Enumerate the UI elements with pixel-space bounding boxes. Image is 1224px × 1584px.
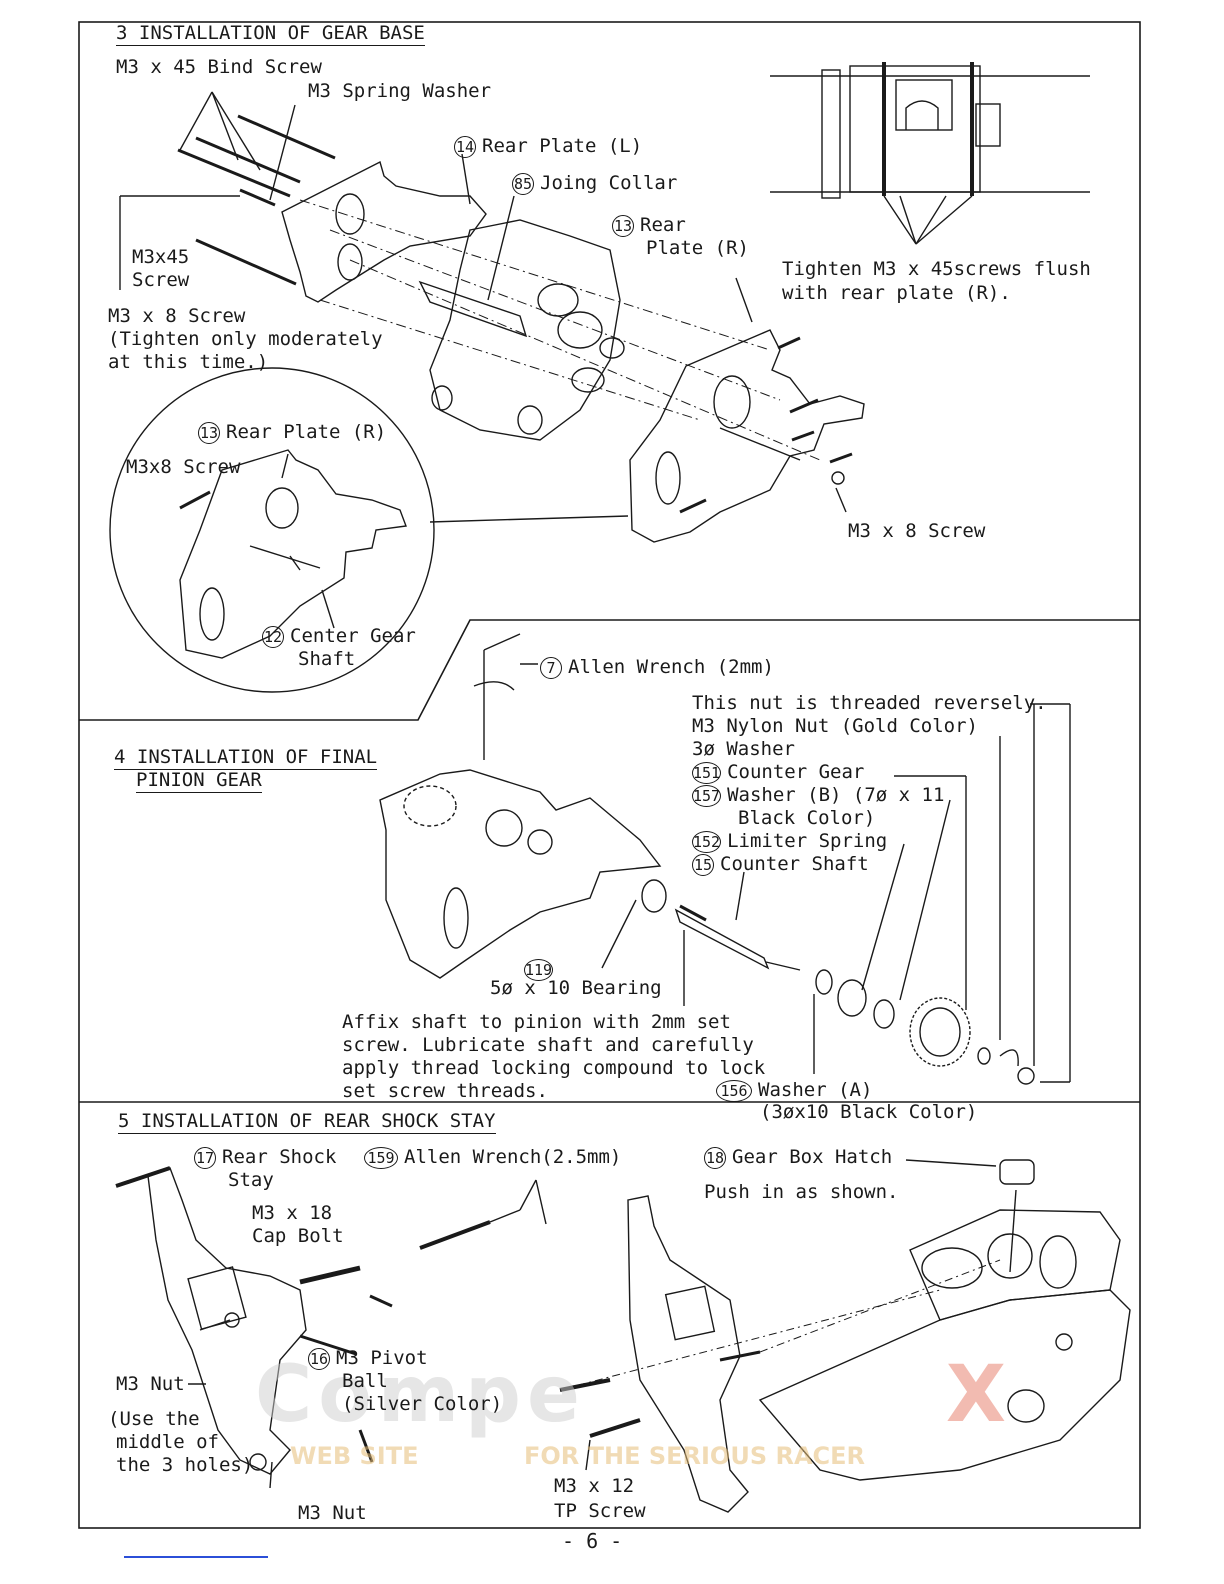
part-number-badge: 14: [454, 136, 476, 158]
tp-screw-label-2: TP Screw: [554, 1500, 646, 1522]
watermark-right: FOR THE SERIOUS RACER: [524, 1442, 866, 1470]
rear-plate-l-text: Rear Plate (L): [482, 135, 643, 157]
affix-note-2: screw. Lubricate shaft and carefully: [342, 1034, 754, 1056]
pivot-ball-color: (Silver Color): [342, 1393, 503, 1415]
m3x45-screw-label-1: M3x45: [132, 246, 190, 268]
part-number-badge: 152: [692, 831, 722, 853]
reverse-thread-note: This nut is threaded reversely.: [692, 692, 1047, 714]
m3x45-screw-label-2: Screw: [132, 269, 190, 291]
washer-b-color: Black Color): [738, 807, 876, 829]
rear-plate-r-text-1: Rear: [640, 214, 686, 236]
gear-base-drawing: [109, 62, 1090, 693]
cap-bolt-label-2: Cap Bolt: [252, 1225, 344, 1247]
inset-rear-plate-text: Rear Plate (R): [226, 421, 387, 443]
section-4-title-2: PINION GEAR: [136, 769, 262, 793]
page-number: - 6 -: [562, 1529, 623, 1553]
pivot-ball-label: 16 M3 Pivot: [308, 1347, 428, 1370]
watermark-brand-x: X: [945, 1350, 1012, 1440]
spring-washer-label: M3 Spring Washer: [308, 80, 492, 102]
washer-b-text: Washer (B) (7ø x 11: [727, 784, 945, 806]
washer-a-label: 156 Washer (A): [716, 1079, 872, 1102]
washer-a-text: Washer (A): [758, 1079, 873, 1101]
affix-note-1: Affix shaft to pinion with 2mm set: [342, 1011, 731, 1033]
part-number-badge: 13: [612, 215, 634, 237]
pinion-gear-drawing: [379, 633, 1071, 1085]
counter-shaft-text: Counter Shaft: [720, 853, 869, 875]
rear-shock-stay-text: Rear Shock: [222, 1146, 337, 1168]
bind-screw-label: M3 x 45 Bind Screw: [116, 56, 322, 78]
center-gear-text: Center Gear: [290, 625, 416, 647]
part-number-badge: 15: [692, 854, 714, 876]
nylon-nut-label: M3 Nylon Nut (Gold Color): [692, 715, 978, 737]
rear-shock-stay-label-2: Stay: [228, 1169, 274, 1191]
part-number-badge: 157: [692, 785, 722, 807]
rear-plate-l-label: 14 Rear Plate (L): [454, 135, 642, 158]
part-number-badge: 16: [308, 1348, 330, 1370]
part-number-badge: 156: [716, 1080, 752, 1102]
counter-gear-text: Counter Gear: [727, 761, 865, 783]
rear-shock-stay-label: 17 Rear Shock: [194, 1146, 336, 1169]
m3x8-screw-label: M3 x 8 Screw: [108, 305, 246, 327]
use-middle-note-3: the 3 holes): [116, 1454, 254, 1476]
tighten-note-2: with rear plate (R).: [782, 282, 1011, 304]
section-5-title: 5 INSTALLATION OF REAR SHOCK STAY: [118, 1110, 496, 1134]
rear-plate-r-label-2: Plate (R): [646, 237, 749, 259]
section-3-title: 3 INSTALLATION OF GEAR BASE: [116, 22, 425, 46]
allen-wrench-text: Allen Wrench (2mm): [568, 656, 774, 678]
part-number-badge: 17: [194, 1147, 216, 1169]
part-number-badge: 13: [198, 422, 220, 444]
affix-note-4: set screw threads.: [342, 1080, 548, 1102]
m3-nut-label-1: M3 Nut: [116, 1373, 185, 1395]
use-middle-note-1: (Use the: [108, 1408, 200, 1430]
part-number-badge: 12: [262, 626, 284, 648]
allen-wrench-25-text: Allen Wrench(2.5mm): [404, 1146, 622, 1168]
allen-wrench-2mm-label: 7 Allen Wrench (2mm): [540, 656, 774, 679]
center-gear-shaft-label: 12 Center Gear: [262, 625, 416, 648]
joing-collar-text: Joing Collar: [540, 172, 678, 194]
m3-nut-label-2: M3 Nut: [298, 1502, 367, 1524]
m3x8-note-1: (Tighten only moderately: [108, 328, 383, 350]
part-number-badge: 85: [512, 173, 534, 195]
footer-link-underline: [124, 1556, 268, 1558]
shock-stay-drawing: [115, 1159, 1131, 1513]
limiter-spring-text: Limiter Spring: [727, 830, 888, 852]
rear-plate-r-label: 13 Rear: [612, 214, 686, 237]
allen-wrench-25-label: 159 Allen Wrench(2.5mm): [364, 1146, 621, 1169]
section-4-title-1: 4 INSTALLATION OF FINAL: [114, 746, 378, 770]
tighten-note-1: Tighten M3 x 45screws flush: [782, 258, 1091, 280]
bearing-number: 119: [524, 958, 559, 981]
affix-note-3: apply thread locking compound to lock: [342, 1057, 766, 1079]
inset-rear-plate-label: 13 Rear Plate (R): [198, 421, 386, 444]
bearing-label: 5ø x 10 Bearing: [490, 977, 662, 999]
part-number-badge: 7: [540, 657, 562, 679]
center-gear-shaft-label-2: Shaft: [298, 648, 356, 670]
tp-screw-label-1: M3 x 12: [554, 1475, 635, 1497]
pivot-ball-text: M3 Pivot: [336, 1347, 428, 1369]
part-number-badge: 119: [524, 959, 554, 981]
part-number-badge: 18: [704, 1147, 726, 1169]
gear-box-hatch-text: Gear Box Hatch: [732, 1146, 893, 1168]
part-number-badge: 159: [364, 1147, 398, 1169]
washer-3-label: 3ø Washer: [692, 738, 795, 760]
part-number-badge: 151: [692, 762, 722, 784]
joing-collar-label: 85 Joing Collar: [512, 172, 677, 195]
pivot-ball-label-2: Ball: [342, 1370, 388, 1392]
washer-a-color: (3øx10 Black Color): [760, 1101, 978, 1123]
gear-box-hatch-label: 18 Gear Box Hatch: [704, 1146, 892, 1169]
watermark-left: WEB SITE: [290, 1442, 419, 1470]
m3x8-note-2: at this time.): [108, 351, 269, 373]
m3x8-screw-right-label: M3 x 8 Screw: [848, 520, 986, 542]
cap-bolt-label-1: M3 x 18: [252, 1202, 333, 1224]
inset-screw-label: M3x8 Screw: [126, 456, 241, 478]
counter-shaft-label: 15 Counter Shaft: [692, 853, 869, 876]
push-in-note: Push in as shown.: [704, 1181, 899, 1203]
use-middle-note-2: middle of: [116, 1431, 219, 1453]
